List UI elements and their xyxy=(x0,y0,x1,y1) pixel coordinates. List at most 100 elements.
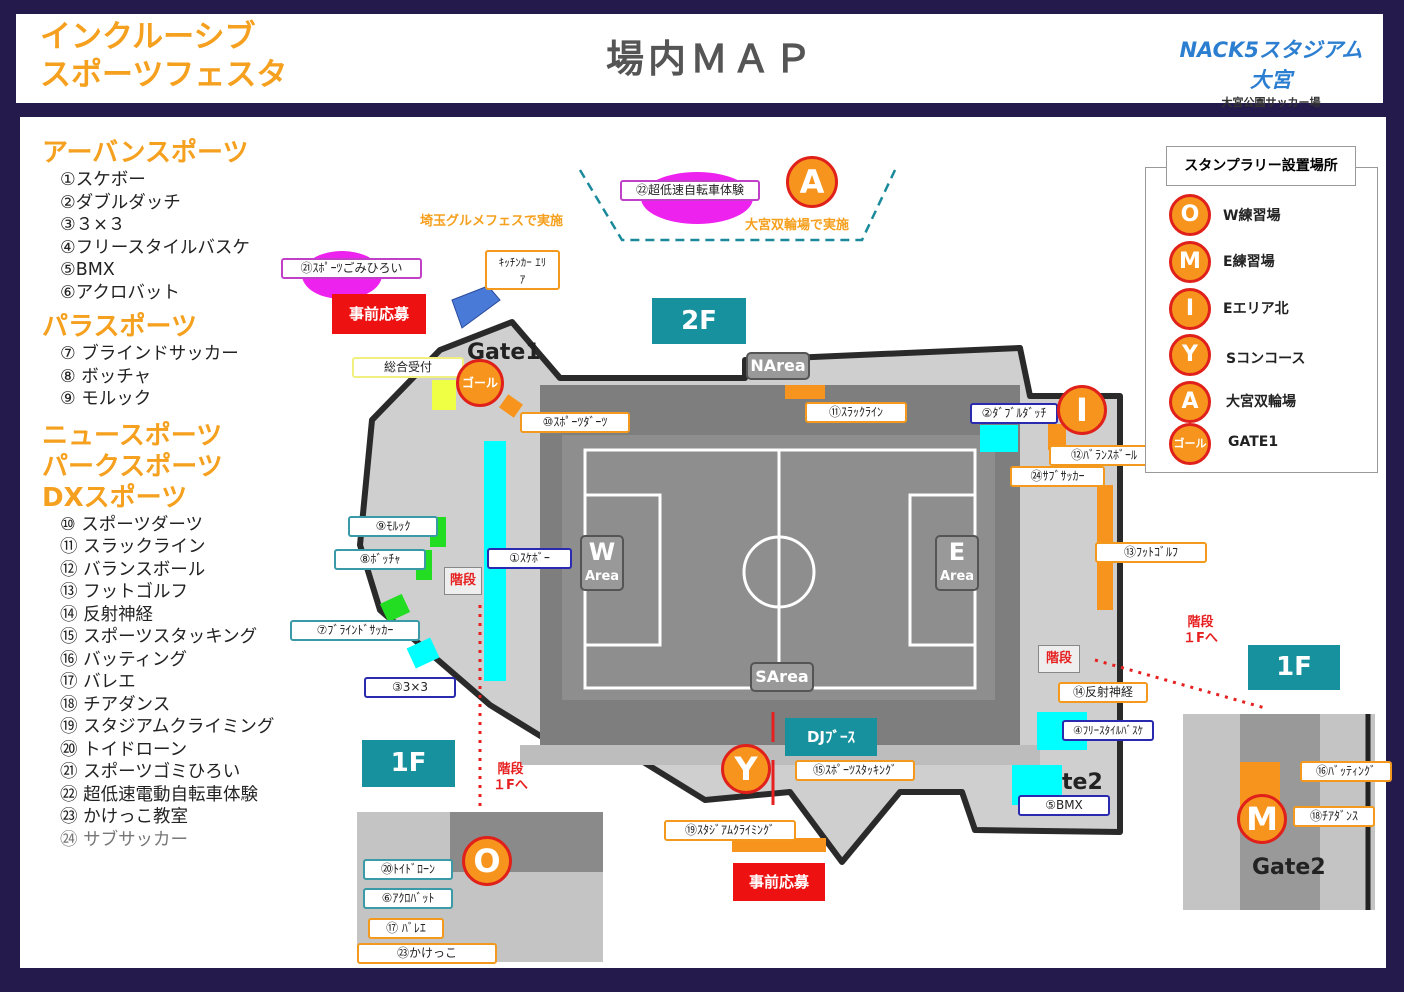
badge-letter: E xyxy=(948,538,966,566)
stairs-note-line1: 階段 xyxy=(497,762,524,777)
label-24: ㉔ｻﾌﾞｻｯｶｰ xyxy=(1010,466,1105,487)
label-20: ⑳ﾄｲﾄﾞﾛｰﾝ xyxy=(363,859,453,880)
label-14: ⑭反射神経 xyxy=(1058,682,1148,703)
urban-items: ①スケボー ②ダブルダッチ ③３×３ ④フリースタイルバスケ ⑤BMX ⑥アクロ… xyxy=(42,169,274,304)
list-item: ⑭ 反射神経 xyxy=(60,604,154,625)
advance-entry-badge-19: 事前応募 xyxy=(733,863,825,901)
note-omiya-velodrome: 大宮双輪場で実施 xyxy=(745,218,850,233)
event-title-line2: スポーツフェスタ xyxy=(40,57,288,93)
label-21: ㉑ｽﾎﾟｰﾂごみひろい xyxy=(281,258,422,279)
advance-entry-badge-21: 事前応募 xyxy=(332,294,426,334)
badge-letter: N xyxy=(750,356,764,375)
label-6: ⑥ｱｸﾛﾊﾞｯﾄ xyxy=(363,888,453,909)
stairs-note-line2: １Fへ xyxy=(493,778,528,793)
booth-balance-ball xyxy=(1048,424,1066,450)
legend-marker-o: O xyxy=(1169,194,1211,236)
list-item: ⑤BMX xyxy=(60,260,115,280)
list-item: ③３×３ xyxy=(60,215,126,235)
gate2-partial-label: te2 xyxy=(1062,770,1103,795)
booth-climbing xyxy=(732,838,826,852)
stamp-marker-a: A xyxy=(786,156,838,208)
legend-title: スタンプラリー設置場所 xyxy=(1166,146,1356,186)
booth-double-dutch xyxy=(980,425,1018,452)
label-1: ①ｽｹﾎﾞｰ xyxy=(487,548,572,569)
legend-label-e-practice: E練習場 xyxy=(1223,254,1275,270)
label-22: ㉒超低速自転車体験 xyxy=(620,180,760,201)
label-13: ⑬ﾌｯﾄｺﾞﾙﾌ xyxy=(1095,542,1207,563)
list-item: ①スケボー xyxy=(60,170,146,190)
dx-items: ⑩ スポーツダーツ ⑪ スラックライン ⑫ バランスボール ⑬ フットゴルフ ⑭… xyxy=(42,514,274,852)
floor-1f-tag-right: 1F xyxy=(1248,645,1340,690)
page-title: 場内ＭＡＰ xyxy=(606,37,817,81)
legend-marker-m: M xyxy=(1169,241,1211,283)
label-3: ③3×3 xyxy=(364,677,456,698)
logo-text: NACK5スタジアム大宮 xyxy=(1179,38,1363,92)
event-title: インクルーシブスポーツフェスタ xyxy=(40,18,287,94)
badge-text: Area xyxy=(584,569,620,584)
dj-booth: DJﾌﾞｰｽ xyxy=(785,718,877,756)
label-7: ⑦ﾌﾞﾗｲﾝﾄﾞｻｯｶｰ xyxy=(290,620,420,641)
gate2-label: Gate2 xyxy=(1252,855,1326,880)
legend-marker-i: I xyxy=(1169,288,1211,330)
legend-marker-goal: ゴール xyxy=(1169,423,1211,465)
legend-marker-a: A xyxy=(1169,381,1211,423)
label-18: ⑱ﾁｱﾀﾞﾝｽ xyxy=(1293,806,1375,827)
label-11: ⑪ｽﾗｯｸﾗｲﾝ xyxy=(805,402,907,423)
label-15: ⑮ｽﾎﾟｰﾂｽﾀｯｷﾝｸﾞ xyxy=(795,760,915,781)
category-para: パラスポーツ xyxy=(42,312,197,342)
stamp-marker-i: I xyxy=(1057,385,1107,435)
concourse xyxy=(520,745,1040,765)
list-item: ⑪ スラックライン xyxy=(60,537,206,557)
note-saitama-gourmet: 埼玉グルメフェスで実施 xyxy=(420,214,564,229)
w-area-badge: W Area xyxy=(580,535,624,591)
label-9: ⑨ﾓﾙｯｸ xyxy=(348,516,438,537)
sports-list: アーバンスポーツ ①スケボー ②ダブルダッチ ③３×３ ④フリースタイルバスケ … xyxy=(42,138,274,851)
velodrome-area-outline xyxy=(578,169,897,242)
category-park: パークスポーツ xyxy=(42,451,223,482)
list-item: ⑰ バレエ xyxy=(60,672,136,692)
label-reception: 総合受付 xyxy=(352,357,464,378)
logo-subtext: 大宮公園サッカー場 xyxy=(1221,96,1321,109)
stairs-left: 階段 xyxy=(444,567,482,595)
list-item: ⑲ スタジアムクライミング xyxy=(60,717,275,737)
stamp-marker-goal: ゴール xyxy=(456,359,504,407)
stairs-note-line2: １Fへ xyxy=(1183,631,1218,646)
label-19: ⑲ｽﾀｼﾞｱﾑｸﾗｲﾐﾝｸﾞ xyxy=(664,820,796,841)
header: インクルーシブスポーツフェスタ 場内ＭＡＰ NACK5スタジアム大宮大宮公園サッ… xyxy=(16,14,1383,109)
label-12: ⑫ﾊﾞﾗﾝｽﾎﾞｰﾙ xyxy=(1049,445,1159,466)
label-10: ⑩ｽﾎﾟｰﾂﾀﾞｰﾂ xyxy=(520,412,630,433)
stairs-right: 階段 xyxy=(1038,645,1080,673)
list-item: ⑦ ブラインドサッカー xyxy=(60,344,239,364)
legend-label-w-practice: W練習場 xyxy=(1223,208,1281,224)
list-item: ㉑ スポーツゴミひろい xyxy=(60,762,241,782)
stamp-marker-m: M xyxy=(1237,794,1287,844)
category-dx: DXスポーツ xyxy=(42,482,188,513)
label-5: ⑤BMX xyxy=(1018,795,1110,816)
list-item: ⑫ バランスボール xyxy=(60,559,206,580)
stadium-logo: NACK5スタジアム大宮大宮公園サッカー場 xyxy=(1171,34,1371,110)
stamp-marker-y: Y xyxy=(721,744,771,794)
stairs-note-line1: 階段 xyxy=(1187,615,1214,630)
badge-text: Area xyxy=(939,569,975,584)
list-item: ⑱ チアダンス xyxy=(60,694,171,715)
e-area-badge: E Area xyxy=(935,535,979,591)
booth-reception xyxy=(432,380,456,410)
legend-label-velodrome: 大宮双輪場 xyxy=(1226,394,1296,410)
list-item: ⑬ フットゴルフ xyxy=(60,582,189,602)
category-urban: アーバンスポーツ xyxy=(42,138,249,168)
category-new: ニュースポーツ xyxy=(42,420,223,451)
badge-letter: W xyxy=(588,538,616,566)
legend-label-e-north: Eエリア北 xyxy=(1223,301,1289,317)
list-item: ⑯ バッティング xyxy=(60,649,188,670)
list-item: ㉔ サブサッカー xyxy=(60,829,189,850)
list-item: ⑩ スポーツダーツ xyxy=(60,514,204,535)
list-item: ⑥アクロバット xyxy=(60,282,180,303)
list-item: ⑨ モルック xyxy=(60,389,152,409)
para-items: ⑦ ブラインドサッカー ⑧ ボッチャ ⑨ モルック xyxy=(42,343,274,411)
event-title-line1: インクルーシブ xyxy=(40,19,256,55)
list-item: ④フリースタイルバスケ xyxy=(60,237,250,258)
list-item: ⑧ ボッチャ xyxy=(60,366,152,387)
